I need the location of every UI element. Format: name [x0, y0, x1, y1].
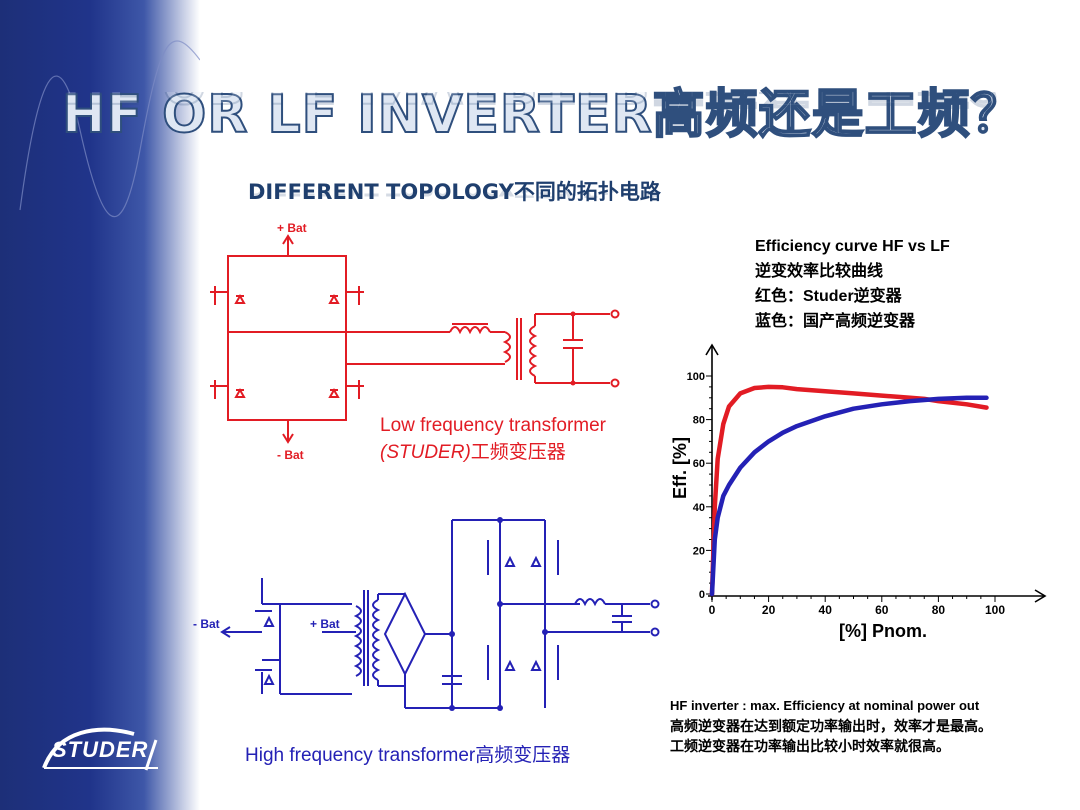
y-axis-arrow — [705, 343, 719, 356]
x-tick-label: 60 — [875, 603, 889, 617]
x-tick-label: 40 — [819, 603, 833, 617]
hf-efficiency-note: HF inverter : max. Efficiency at nominal… — [670, 696, 1080, 756]
y-tick-label: 20 — [693, 545, 705, 557]
efficiency-note-line: 红色：Studer逆变器 — [755, 288, 902, 305]
lf-caption-cn: 工频变压器 — [470, 442, 566, 463]
hf-caption: High frequency transformer高频变压器 — [245, 745, 571, 766]
lf-caption-line1: Low frequency transformer — [380, 415, 606, 436]
subtitle: DIFFERENT TOPOLOGY不同的拓扑电路 — [248, 180, 661, 204]
x-tick-label: 100 — [985, 603, 1005, 617]
x-tick-label: 80 — [932, 603, 946, 617]
studer-logo-text: STUDER — [52, 737, 149, 762]
hf-note-line2: 高频逆变器在达到额定功率输出时，效率才是最高。 — [670, 718, 992, 734]
lf-caption-studer: (STUDER) — [380, 442, 471, 463]
efficiency-note-line: 蓝色：国产高频逆变器 — [755, 313, 916, 330]
sine-wave-decoration — [19, 40, 200, 218]
y-axis-label: Eff. [%] — [670, 437, 690, 499]
series-line-red — [709, 384, 989, 597]
y-tick-label: 40 — [693, 502, 705, 514]
efficiency-note-line: 逆变效率比较曲线 — [755, 263, 884, 280]
x-tick-label: 20 — [762, 603, 776, 617]
hf-note-line1: HF inverter : max. Efficiency at nominal… — [670, 698, 980, 713]
efficiency-note: Efficiency curve HF vs LF 逆变效率比较曲线 红色：St… — [755, 234, 1075, 334]
y-tick-label: 80 — [693, 415, 705, 427]
studer-logo-icon — [42, 727, 158, 771]
y-tick-label: 0 — [699, 589, 705, 601]
y-tick-label: 100 — [687, 371, 705, 383]
page-title: HF OR LF INVERTER高频还是工频？ — [61, 84, 1024, 146]
x-axis-label: [%] Pnom. — [839, 621, 927, 641]
lf-minus-bat-label: - Bat — [277, 448, 304, 462]
efficiency-note-line: Efficiency curve HF vs LF — [755, 238, 950, 255]
hf-note-line3: 工频逆变器在功率输出比较小时效率就很高。 — [670, 738, 950, 754]
y-tick-label: 60 — [693, 458, 705, 470]
x-tick-label: 0 — [709, 603, 716, 617]
hf-plus-bat-label: + Bat — [310, 617, 340, 631]
hf-minus-bat-label: - Bat — [193, 617, 220, 631]
series-line-blue — [709, 395, 989, 597]
sidebar-band — [0, 0, 200, 810]
lf-plus-bat-label: + Bat — [277, 221, 307, 235]
x-axis-arrow — [1034, 589, 1047, 603]
lf-caption: Low frequency transformer (STUDER)工频变压器 — [380, 412, 670, 466]
